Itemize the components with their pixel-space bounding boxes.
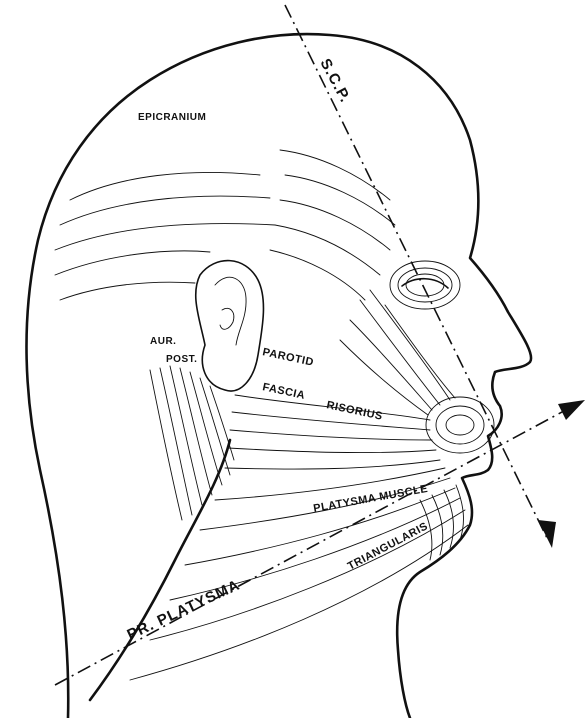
neck-back-line	[90, 440, 230, 700]
label-fascia: FASCIA	[261, 381, 306, 402]
label-pr-platysma: PR. PLATYSMA	[125, 576, 243, 643]
label-parotid: PAROTID	[261, 346, 315, 369]
label-aur: AUR.	[150, 336, 176, 347]
mouth-muscle	[426, 397, 494, 453]
eye-muscle	[390, 261, 460, 309]
head-outline	[26, 34, 531, 718]
facial-muscle-strands	[340, 290, 455, 415]
arrowhead-right-icon	[558, 400, 585, 420]
triangularis-hatching	[420, 485, 463, 560]
label-epicranium: EPICRANIUM	[138, 112, 206, 123]
arrowhead-down-icon	[538, 520, 556, 548]
label-platysma-muscle: PLATYSMA MUSCLE	[312, 483, 429, 515]
label-risorius: RISORIUS	[325, 399, 383, 423]
label-triangularis: TRIANGULARIS	[346, 520, 430, 572]
axis-lines	[55, 5, 575, 685]
scp-axis-line	[285, 5, 548, 540]
label-post: POST.	[166, 354, 197, 365]
ear	[196, 261, 264, 391]
